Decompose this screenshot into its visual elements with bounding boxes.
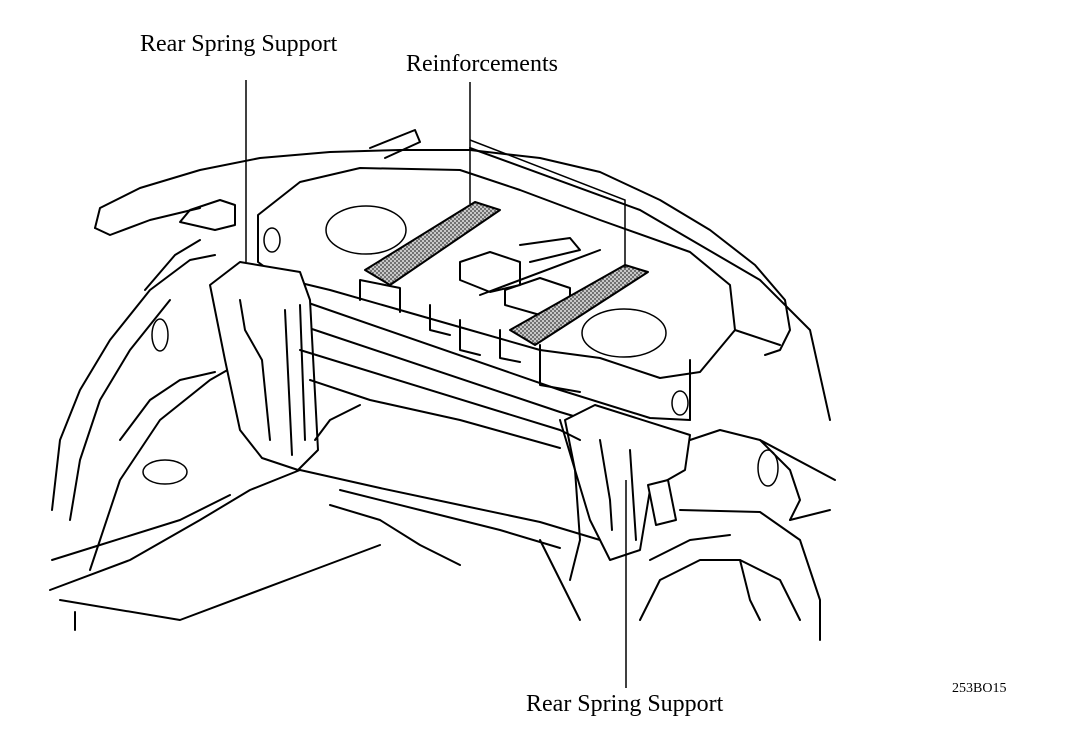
label-rear-spring-support-bottom: Rear Spring Support bbox=[526, 691, 724, 717]
reinforcement-right bbox=[509, 264, 649, 346]
rear-spring-support-left bbox=[209, 261, 319, 471]
rear-spring-support-right bbox=[564, 404, 691, 561]
label-reinforcements: Reinforcements bbox=[406, 51, 558, 77]
left-wheel-arch bbox=[49, 254, 381, 631]
reinforcement-strips bbox=[364, 201, 649, 346]
body-outline bbox=[94, 129, 831, 421]
leader-reinforcement-right bbox=[469, 139, 626, 268]
leader-lines bbox=[245, 80, 627, 688]
lower-structure bbox=[299, 349, 601, 621]
figure-code: 253BO15 bbox=[952, 681, 1007, 696]
label-rear-spring-support-top: Rear Spring Support bbox=[140, 31, 338, 57]
right-wheel-arch bbox=[639, 429, 836, 641]
reinforcement-left bbox=[364, 201, 501, 286]
rear-package-tray bbox=[257, 167, 781, 431]
